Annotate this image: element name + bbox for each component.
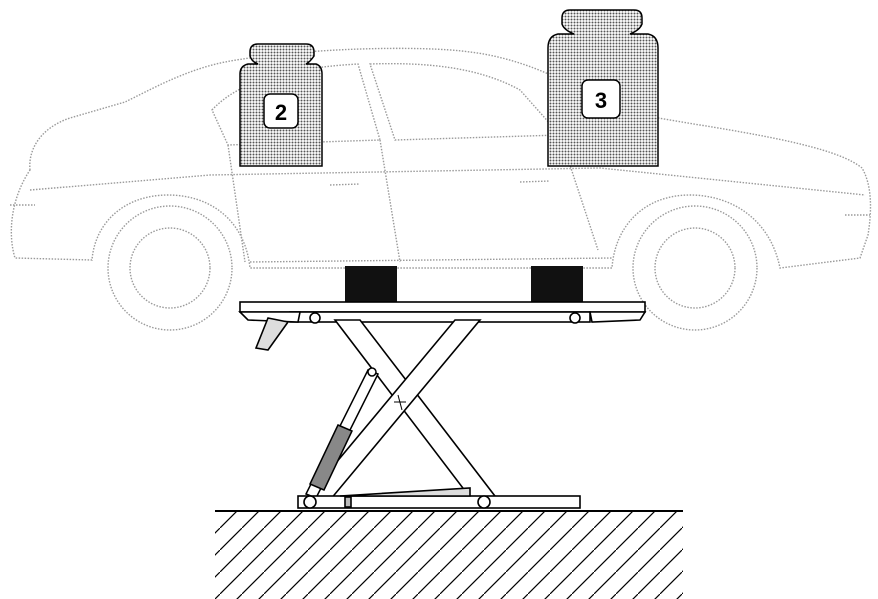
lift-platform [238,301,647,351]
weight-3: 3 [547,9,659,167]
car-outline [10,47,872,269]
rear-wheel [632,205,758,331]
lift-base [297,487,581,509]
front-wheel [107,205,233,331]
lift-pad-left [345,266,397,302]
weight-2: 2 [239,43,323,167]
lift-pad-right [531,266,583,302]
weight-3-label-box [581,79,621,119]
scissor-mechanism [303,319,500,501]
weight-2-label: 2 [275,100,287,125]
weight-2-label-box [263,93,299,129]
weight-3-label: 3 [595,88,607,113]
ground [215,510,683,599]
